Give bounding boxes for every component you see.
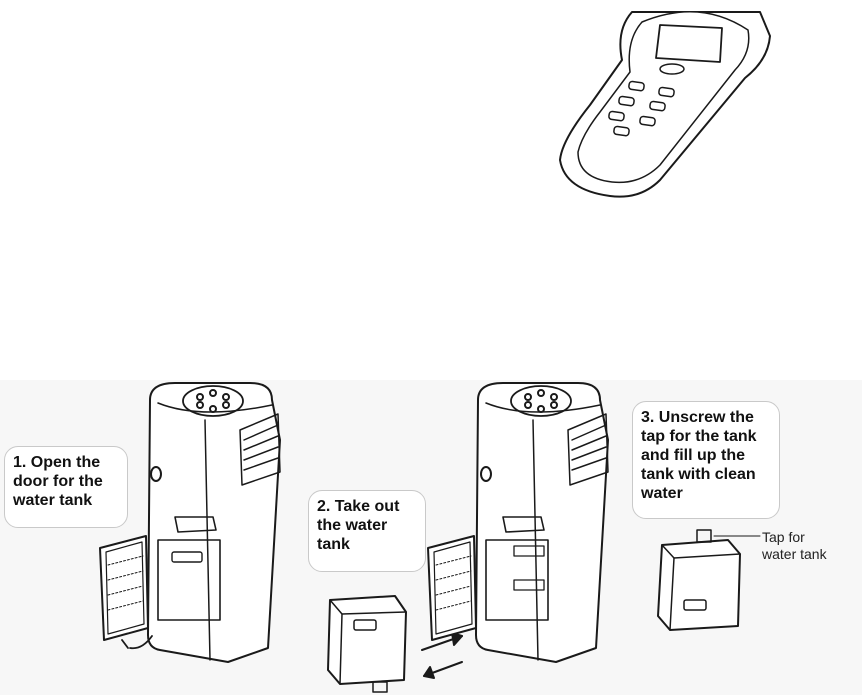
step-1-callout: 1. Open the door for the water tank [4,446,128,528]
step-2-callout: 2. Take out the water tank [308,490,426,572]
remote-control-icon [560,12,770,197]
step-3-callout: 3. Unscrew the tap for the tank and fill… [632,401,780,519]
direction-arrows-icon [422,633,462,678]
tap-label: Tap for water tank [762,529,827,563]
water-tank-icon [328,596,406,692]
air-cooler-unit-1 [100,383,280,662]
air-cooler-unit-2 [428,383,608,662]
tank-with-tap-icon [658,530,760,630]
